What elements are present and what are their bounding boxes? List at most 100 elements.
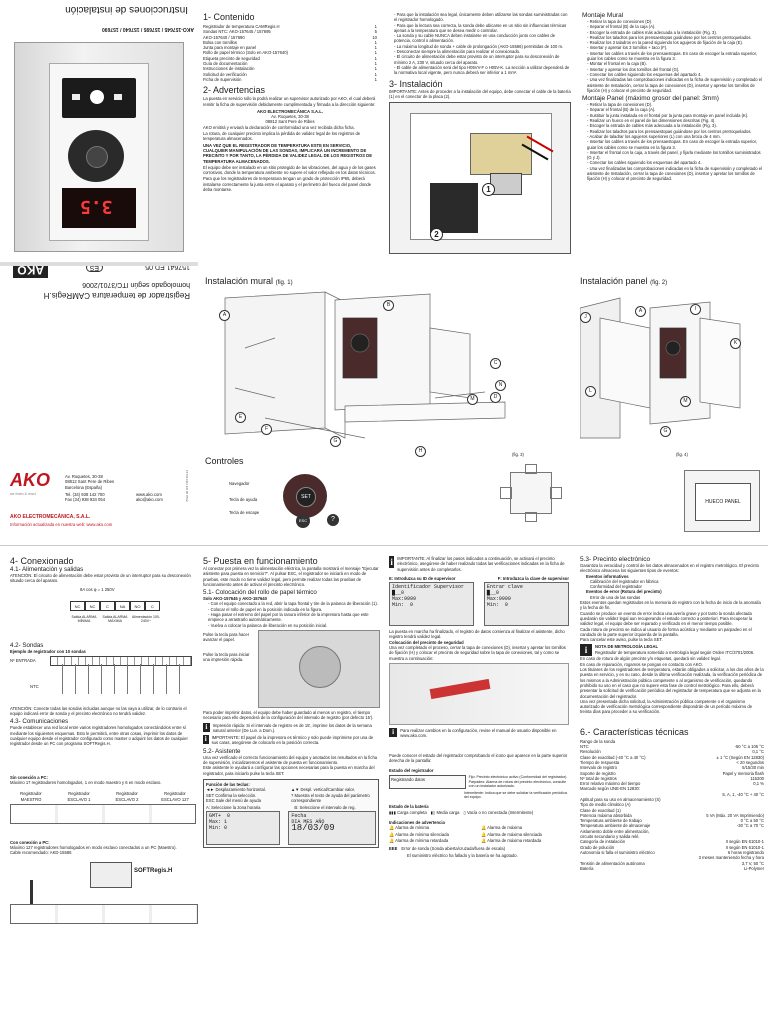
help-key[interactable]: ?	[327, 514, 339, 526]
pc-heading: Con conexión a PC:	[10, 839, 50, 845]
seal-label	[429, 678, 491, 700]
feed-paper-hint: Pulse la tecla para hacer avanzar el pap…	[203, 631, 250, 643]
contents-item-label: Junta para montaje en panel	[203, 45, 257, 51]
output-label: Alimentación 100-240V~	[132, 614, 161, 623]
alarm-bell-icon: 🔔	[389, 837, 396, 843]
spec-value: 115200	[750, 775, 764, 781]
spec-key: Soporte de registro	[580, 770, 616, 776]
alarm-bell-icon: 🔔	[481, 837, 488, 843]
company-updated[interactable]: Información actualizada en nuestra web: …	[10, 522, 113, 527]
terminal-label: C	[145, 600, 160, 611]
contents-item-label: Etiqueta precinto de seguridad	[203, 55, 260, 61]
connection-section: 4- Conexionado 4.1- Alimentación y salid…	[10, 556, 198, 930]
figure-callout-letter: A	[219, 310, 230, 321]
key-help: Muestra el texto de ayuda del parámetro …	[291, 792, 370, 803]
warning-address2: 08812 Sant Pere de Ribes	[265, 119, 315, 125]
paper-step: Con el equipo conectado a la red, abrir …	[208, 601, 379, 606]
select-interval: B: Seleccione el intervalo de reg.	[294, 805, 356, 811]
spec-key: NTC	[580, 744, 589, 750]
no-pc-text: Máximo 17 registradores homologados, 1 e…	[10, 779, 162, 785]
probe-note: Desconectar siempre la alimentación para…	[394, 49, 571, 54]
company-tel: Tel. (34) 938 142 700	[65, 492, 105, 497]
status-recording: Registrando datos	[389, 775, 466, 789]
seal-p6: En caso de reparación, rogamos se pongan…	[580, 661, 703, 667]
alarm-text: Alarma de máxima silenciada	[487, 831, 542, 837]
set-key[interactable]: SET	[296, 487, 316, 507]
wall-mount-step: Una vez finalizadas las comprobaciones i…	[587, 77, 764, 93]
seal-p5: En caso de rotura de algún precinto y/o …	[580, 656, 721, 662]
navigator-dial-photo	[68, 130, 124, 182]
contents-item-label: Solicitud de verificación	[203, 71, 247, 77]
seal-placement-text: Una vez completado el proceso, cerrar la…	[389, 645, 566, 661]
warning-p5: El equipo debe ser instalado en un sitio…	[203, 164, 376, 176]
spec-row: S, A, 1, -40 °C + 40 °C	[580, 792, 764, 797]
battery-connection-figure: 1 2	[389, 102, 571, 255]
figure-callout-letter: H	[415, 446, 426, 457]
spec-value: 3 meses manteniendo fecha y hora	[698, 855, 764, 861]
date-lcd-value: 18/03/09	[291, 823, 335, 834]
date-lcd-cols: DIA MES AÑO	[291, 819, 325, 826]
figure-callout-letter: G	[660, 426, 671, 437]
seal-photo	[389, 662, 569, 725]
spec-key: Temperatura ambiente de trabajo	[580, 818, 642, 824]
spec-key: Nº total de registros	[580, 775, 617, 781]
wall-mount-step: Escoger la entrada de cables más adecuad…	[587, 30, 764, 35]
contents-item-page: 1	[374, 24, 377, 29]
navigator-dial[interactable]: SET	[283, 474, 327, 518]
comm-text: Puede establecer una red local entre var…	[10, 725, 188, 747]
esc-key[interactable]: ESC	[296, 514, 310, 528]
figure-callout-letter: J	[580, 312, 591, 323]
wizard-text-2: Este asistente le ayudará a configurar l…	[203, 765, 375, 776]
document-code: 157641401 ED.05 0512	[185, 470, 189, 502]
contents-item-page: 1	[374, 45, 377, 51]
help-key-label: Tecla de ayuda	[229, 497, 258, 502]
seal-p3: Cada rotura de precinto se indica al usu…	[580, 626, 752, 637]
spec-row: circuito secundario y salida relé.	[580, 834, 764, 839]
contents-item-label: Sondas NTC: AKO-157645 / 157695	[203, 29, 271, 35]
company-email[interactable]: ako@ako.com	[136, 497, 163, 502]
timezone-lcd: GMT+ 0 Max: 1 Min: 0	[206, 811, 280, 846]
probe-note: El circuito de alimentación debe estar p…	[394, 54, 571, 65]
wall-drawing	[224, 291, 506, 439]
navigator-label: Navegador	[229, 481, 250, 486]
warning-p1: La puesta en servicio sólo la podrá real…	[203, 96, 376, 107]
no-pc-network-diagram: Registrador MAESTRO Registrador ESCLAVO …	[10, 791, 196, 802]
wall-mount-step: Insertar y apretar los dos tornillos del…	[587, 67, 764, 72]
contents-item-page: 1	[374, 61, 377, 67]
startup-heading: 5- Puesta en funcionamiento	[203, 556, 318, 566]
entry-number-label: Nº ENTRADA	[10, 657, 36, 663]
panel-mount-step: Sustituir la junta instalada en el front…	[587, 113, 764, 118]
date-lcd: Fecha DIA MES AÑO 18/03/09	[288, 811, 376, 846]
probes-attention: ATENCIÓN: Conecte todas las sondas inclu…	[10, 705, 187, 717]
alarm-text: Alarma de mínima	[395, 825, 430, 831]
fig4-panel-cutout: (fig. 4) HUECO PANEL	[672, 452, 764, 542]
company-tagline: we listen & react	[10, 492, 36, 496]
warning-address1: Av. Roquetes, 30-38	[271, 114, 309, 120]
battery-empty: Vacía o no conectada (Intermitente)	[466, 809, 534, 815]
wall-mount-heading: Montaje Mural	[582, 12, 624, 19]
figure-callout-letter: K	[730, 338, 741, 349]
terminal-label: NC	[85, 600, 100, 611]
company-web[interactable]: www.ako.com	[136, 492, 162, 497]
contents-section: 1- Contenido Registrador de temperatura …	[203, 12, 377, 192]
spec-key: Potencia máxima absorbida	[580, 812, 632, 818]
contents-item-label: Bolsa con tornillos	[203, 39, 237, 45]
wall-mount-step: Insertar los cables a través de los pren…	[587, 51, 764, 62]
battery-empty-icon: ▯	[463, 809, 466, 815]
panel-fig-number: (fig. 2)	[650, 280, 668, 286]
network-slave-2: Registrador ESCLAVO 2	[115, 791, 139, 802]
figure-callout-letter: A	[635, 306, 646, 317]
figure-callout-letter: E	[235, 412, 246, 423]
contents-item: Rollo de papel térmico (Solo en AKO-1576…	[203, 50, 377, 55]
battery-full: Carga completa	[397, 809, 427, 815]
warning-p2: AKO emitirá y enviará la declaración de …	[203, 124, 355, 130]
ntc-label: NTC	[30, 683, 39, 689]
